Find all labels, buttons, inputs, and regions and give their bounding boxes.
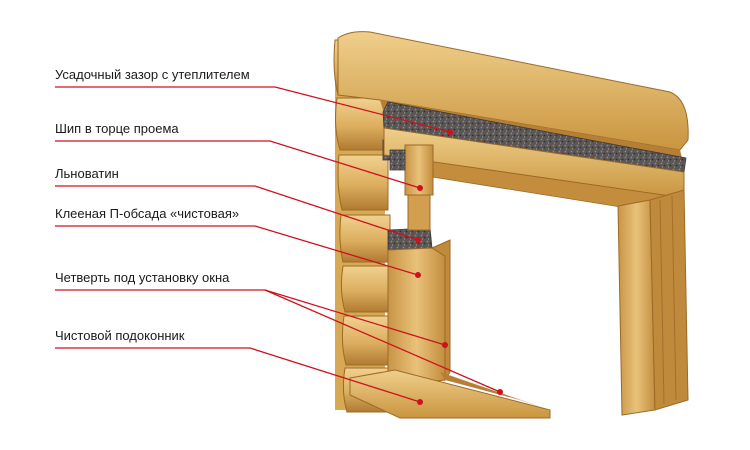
leader-flax	[55, 185, 419, 241]
label-rebate: Четверть под установку окна	[55, 270, 230, 285]
leader-tenon	[55, 140, 421, 189]
log-wall	[333, 39, 401, 413]
label-casing: Клееная П-обсада «чистовая»	[55, 206, 240, 221]
label-sill: Чистовой подоконник	[55, 328, 185, 343]
right-post	[617, 189, 689, 416]
tenon-post	[387, 144, 434, 251]
label-tenon: Шип в торце проема	[55, 121, 179, 136]
leader-sill	[55, 347, 421, 403]
casing-side	[387, 239, 451, 386]
leader-dots	[415, 129, 503, 405]
leader-lines	[55, 86, 501, 403]
leader-shrink-gap	[55, 86, 451, 133]
label-flax: Льноватин	[55, 166, 119, 181]
leader-rebate-b	[264, 289, 501, 393]
window-sill	[349, 369, 551, 419]
label-shrink-gap: Усадочный зазор с утеплителем	[55, 67, 250, 82]
leader-casing	[55, 225, 419, 276]
casing-top-rail	[383, 127, 685, 211]
